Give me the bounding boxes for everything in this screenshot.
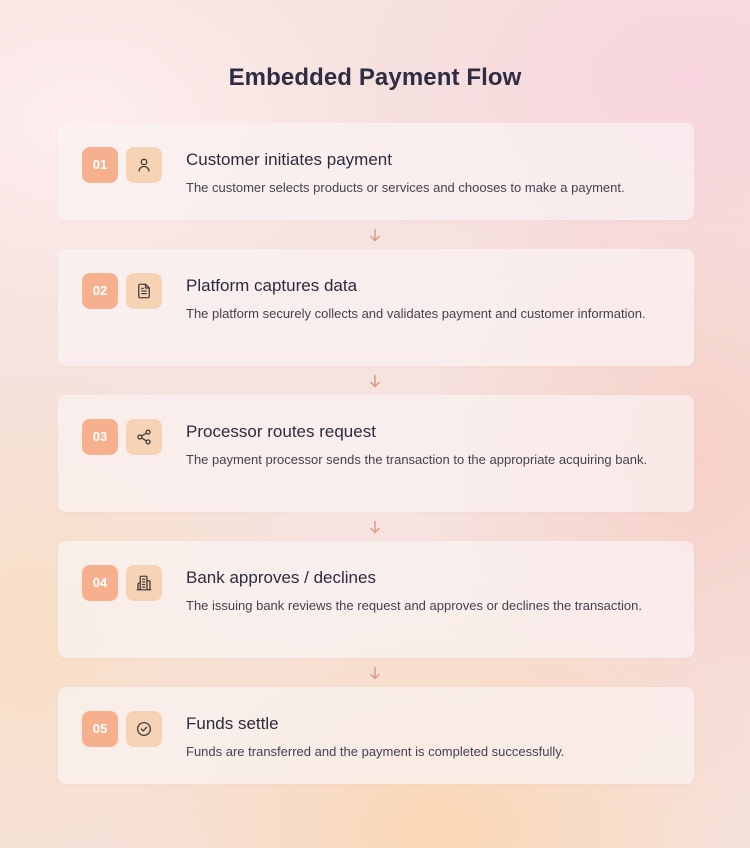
flow-step-4: 04 Bank approves / declines The issuing … [58, 541, 694, 658]
step-description: The payment processor sends the transact… [186, 452, 648, 467]
arrow-down-icon [369, 228, 381, 242]
step-title: Customer initiates payment [186, 150, 392, 169]
arrow-down-icon [369, 374, 381, 388]
step-title: Funds settle [186, 714, 279, 733]
step-number-badge: 01 [82, 147, 118, 183]
step-title: Processor routes request [186, 422, 376, 441]
step-number-badge: 03 [82, 419, 118, 455]
step-number-badge: 04 [82, 565, 118, 601]
flow-step-2: 02 Platform captures data The platform s… [58, 249, 694, 366]
arrow-down-icon [369, 666, 381, 680]
user-icon [126, 147, 162, 183]
arrow-down-icon [369, 520, 381, 534]
flow-step-5: 05 Funds settle Funds are transferred an… [58, 687, 694, 784]
step-number-badge: 02 [82, 273, 118, 309]
step-title: Platform captures data [186, 276, 358, 295]
step-description: The customer selects products or service… [186, 180, 625, 195]
flow-step-1: 01 Customer initiates payment The custom… [58, 123, 694, 220]
step-description: The issuing bank reviews the request and… [186, 598, 642, 613]
share-icon [126, 419, 162, 455]
flow-step-3: 03 Processor routes request The payment … [58, 395, 694, 512]
check-circle-icon [126, 711, 162, 747]
page-title: Embedded Payment Flow [228, 64, 522, 91]
step-number-badge: 05 [82, 711, 118, 747]
bank-building-icon [126, 565, 162, 601]
step-title: Bank approves / declines [186, 568, 376, 587]
step-description: The platform securely collects and valid… [186, 306, 646, 321]
document-icon [126, 273, 162, 309]
step-description: Funds are transferred and the payment is… [186, 744, 565, 759]
